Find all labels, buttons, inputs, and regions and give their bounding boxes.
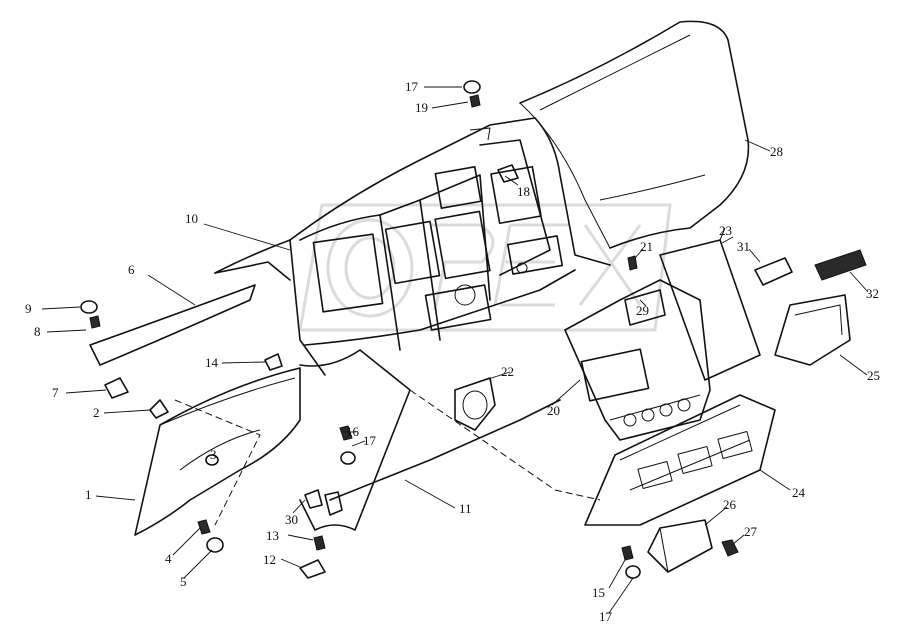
label-9: 9 <box>25 301 32 316</box>
part-1-left-panel <box>134 367 301 536</box>
label-12: 12 <box>263 552 276 567</box>
label-23: 23 <box>719 223 732 238</box>
label-4: 4 <box>165 551 172 566</box>
label-3: 3 <box>210 447 217 462</box>
part-31-switch <box>754 257 793 286</box>
label-27: 27 <box>744 524 758 539</box>
label-5: 5 <box>180 574 187 589</box>
part-number-labels: 17 19 28 18 10 23 31 21 6 32 9 29 8 14 2… <box>25 79 880 624</box>
part-20-center-frame <box>564 279 711 441</box>
label-11: 11 <box>459 501 472 516</box>
label-1: 1 <box>85 487 92 502</box>
part-25-vent <box>774 294 851 366</box>
part-24-lower-console <box>584 394 776 526</box>
label-28: 28 <box>770 144 783 159</box>
label-20: 20 <box>547 403 560 418</box>
label-17-top: 17 <box>405 79 419 94</box>
label-8: 8 <box>34 324 41 339</box>
part-29-gauge <box>624 289 666 326</box>
part-23-panel <box>659 227 761 381</box>
label-19: 19 <box>415 100 428 115</box>
label-17-bottom: 17 <box>599 609 613 624</box>
label-2: 2 <box>93 405 100 420</box>
label-25: 25 <box>867 368 880 383</box>
label-15: 15 <box>592 585 605 600</box>
part-10-dashboard-housing <box>214 117 611 376</box>
label-17-middle: 17 <box>363 433 377 448</box>
small-fasteners <box>80 80 739 579</box>
label-6: 6 <box>128 262 135 277</box>
watermark-logo <box>298 203 672 332</box>
part-11-lower-beam <box>174 349 601 531</box>
label-30: 30 <box>285 512 298 527</box>
label-21: 21 <box>640 239 653 254</box>
label-13: 13 <box>266 528 279 543</box>
leader-lines <box>41 86 869 614</box>
part-22-bracket <box>454 377 496 431</box>
label-16: 16 <box>346 424 360 439</box>
label-29: 29 <box>636 303 649 318</box>
label-14: 14 <box>205 355 219 370</box>
part-26-box <box>647 519 713 573</box>
label-18: 18 <box>517 184 530 199</box>
part-32-module <box>814 249 867 281</box>
label-32: 32 <box>866 286 879 301</box>
label-22: 22 <box>501 364 514 379</box>
part-6-left-trim <box>89 284 256 366</box>
label-7: 7 <box>52 385 59 400</box>
label-31: 31 <box>737 239 750 254</box>
label-26: 26 <box>723 497 737 512</box>
label-10: 10 <box>185 211 198 226</box>
part-28-top-cover <box>519 20 750 249</box>
label-24: 24 <box>792 485 806 500</box>
